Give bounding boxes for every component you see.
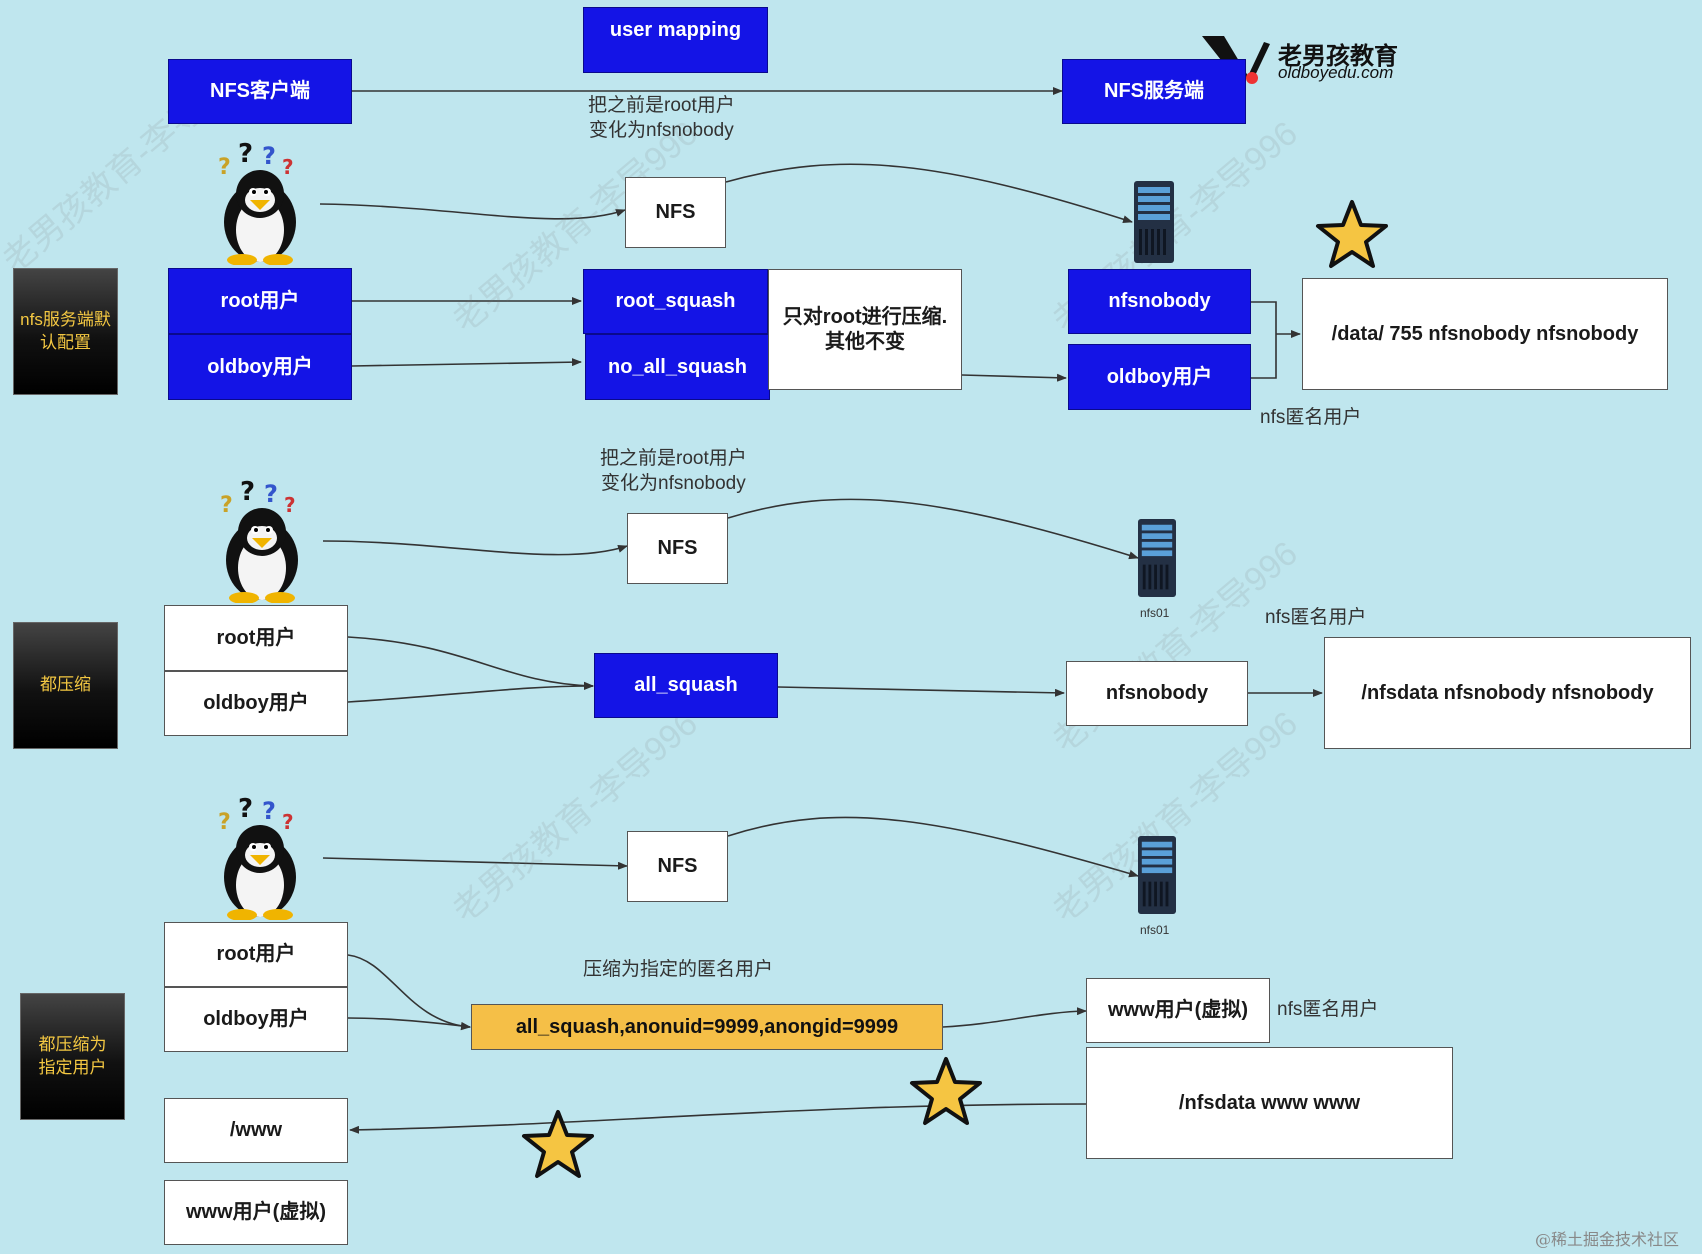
row1-server-nfsnobody-box: nfsnobody xyxy=(1068,269,1251,334)
nfs-server-box: NFS服务端 xyxy=(1062,59,1246,124)
svg-text:?: ? xyxy=(284,493,296,517)
row3-root-user-box: root用户 xyxy=(164,922,348,987)
row3-nfs-box: NFS xyxy=(627,831,728,902)
star-icon xyxy=(522,1110,594,1178)
penguin-icon: ? ? ? ? xyxy=(218,140,296,265)
row2-nfsnobody-box: nfsnobody xyxy=(1066,661,1248,726)
svg-text:?: ? xyxy=(218,155,231,180)
row2-anon-note: nfs匿名用户 xyxy=(1265,607,1367,628)
nfs3-to-server-arrow xyxy=(727,816,1139,878)
svg-text:?: ? xyxy=(262,797,276,825)
client-dir-box: /www xyxy=(164,1098,348,1163)
client-www-user-box: www用户(虚拟) xyxy=(164,1180,348,1245)
row1-nfs-box: NFS xyxy=(625,177,726,248)
row1-explain-box: 只对root进行压缩.其他不变 xyxy=(768,269,962,390)
oldboy2-to-allsquash-arrow xyxy=(347,682,594,703)
penguin-icon: ? ? ? ? xyxy=(218,795,296,920)
nfs-client-box: NFS客户端 xyxy=(168,59,352,124)
svg-text:?: ? xyxy=(238,795,253,824)
svg-text:?: ? xyxy=(238,140,253,169)
row3-anon-note: nfs匿名用户 xyxy=(1277,999,1379,1020)
footer-credit: @稀土掘金技术社区 xyxy=(1535,1230,1680,1249)
penguin2-to-nfs-arrow xyxy=(322,540,628,556)
row2-tag: 都压缩 xyxy=(13,622,118,749)
row1-anon-note: nfs匿名用户 xyxy=(1260,407,1362,428)
row2-oldboy-user-box: oldboy用户 xyxy=(164,671,348,736)
row3-oldboy-user-box: oldboy用户 xyxy=(164,987,348,1052)
row2-nfs-box: NFS xyxy=(627,513,728,584)
svg-text:?: ? xyxy=(264,480,278,508)
penguin1-to-nfs-arrow xyxy=(319,203,626,220)
anon-option-box: all_squash,anonuid=9999,anongid=9999 xyxy=(471,1004,943,1050)
row2-root-user-box: root用户 xyxy=(164,605,348,671)
oldboy-to-noallsquash-arrow xyxy=(351,358,582,367)
svg-text:?: ? xyxy=(240,478,255,507)
svg-text:?: ? xyxy=(262,142,276,170)
option-to-www-arrow xyxy=(942,1007,1087,1028)
row2-dir-box: /nfsdata nfsnobody nfsnobody xyxy=(1324,637,1691,749)
row3-server-label: nfs01 xyxy=(1140,923,1170,937)
logo-url: oldboyedu.com xyxy=(1278,63,1394,82)
server-users-bracket xyxy=(1251,301,1277,379)
row3-dir-box: /nfsdata www www xyxy=(1086,1047,1453,1159)
row1-server-oldboy-box: oldboy用户 xyxy=(1068,344,1251,410)
row1-change-note: 把之前是root用户变化为nfsnobody xyxy=(588,95,735,141)
svg-text:?: ? xyxy=(220,493,233,518)
row1-dir-box: /data/ 755 nfsnobody nfsnobody xyxy=(1302,278,1668,390)
root3-to-option-arrow xyxy=(347,954,471,1031)
star-icon xyxy=(910,1057,982,1125)
row3-tag: 都压缩为指定用户 xyxy=(20,993,125,1120)
row2-server-label: nfs01 xyxy=(1140,606,1170,620)
server-icon xyxy=(1138,519,1176,597)
row3-www-user-box: www用户(虚拟) xyxy=(1086,978,1270,1043)
server-dir-to-client-dir-arrow xyxy=(349,1103,1087,1134)
row1-root-user-box: root用户 xyxy=(168,268,352,334)
nfs1-to-server-arrow xyxy=(725,163,1133,224)
svg-text:?: ? xyxy=(218,810,231,835)
root2-to-allsquash-arrow xyxy=(347,636,594,690)
row3-squash-note: 压缩为指定的匿名用户 xyxy=(583,959,774,980)
nfs2-to-server-arrow xyxy=(727,498,1139,560)
server-icon xyxy=(1134,181,1174,263)
no-all-squash-box: no_all_squash xyxy=(585,334,770,400)
row1-tag: nfs服务端默认配置 xyxy=(13,268,118,395)
root-squash-box: root_squash xyxy=(583,269,768,334)
all-squash-box: all_squash xyxy=(594,653,778,718)
logo-name: 老男孩教育 xyxy=(1278,43,1398,70)
oldboy3-to-option-arrow xyxy=(347,1017,471,1030)
allsquash-to-nfsnobody-arrow xyxy=(777,686,1065,697)
penguin3-to-nfs-arrow xyxy=(322,857,628,870)
svg-text:?: ? xyxy=(282,155,294,179)
penguin-icon: ? ? ? ? xyxy=(220,478,298,603)
explain-to-oldboy-server-arrow xyxy=(961,373,1067,382)
server-icon xyxy=(1138,836,1176,914)
user-mapping-box: user mapping xyxy=(583,7,768,73)
star-icon xyxy=(1316,200,1388,268)
row1-oldboy-user-box: oldboy用户 xyxy=(168,334,352,400)
svg-text:?: ? xyxy=(282,810,294,834)
row2-change-note: 把之前是root用户变化为nfsnobody xyxy=(600,448,747,494)
